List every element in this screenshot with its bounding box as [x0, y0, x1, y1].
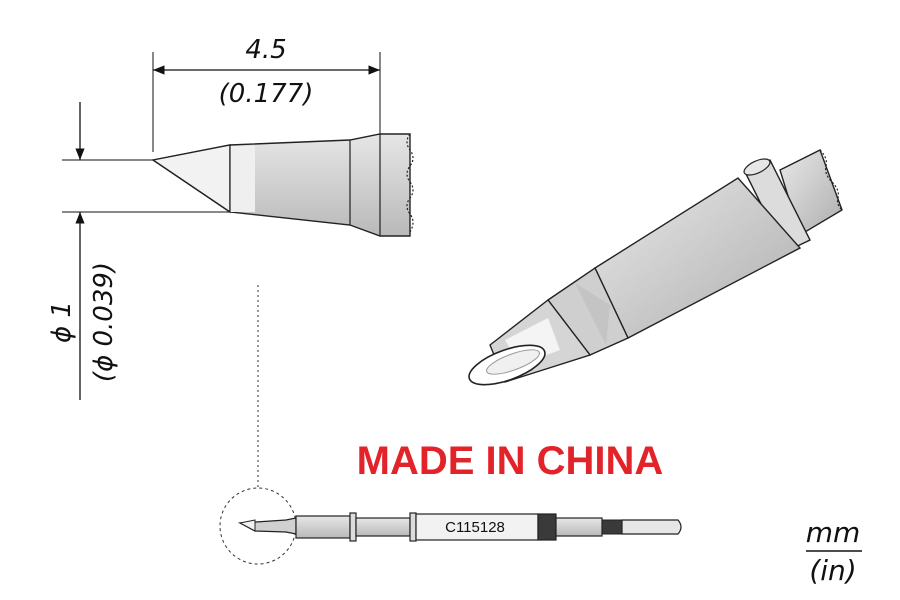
units-primary: mm [806, 516, 861, 549]
tip-full-view [219, 487, 682, 565]
tip-side-view [62, 52, 414, 400]
length-in-label: (0.177) [219, 79, 314, 109]
units-secondary: (in) [809, 554, 856, 587]
diameter-mm-label: ϕ 1 [47, 301, 77, 343]
tip-perspective-view [468, 149, 843, 386]
origin-label: MADE IN CHINA [357, 439, 664, 483]
diameter-in-label: (ϕ 0.039) [89, 262, 119, 382]
part-number-label: C115128 [445, 519, 505, 536]
units-legend: mm (in) [806, 516, 862, 587]
length-mm-label: 4.5 [245, 35, 286, 65]
